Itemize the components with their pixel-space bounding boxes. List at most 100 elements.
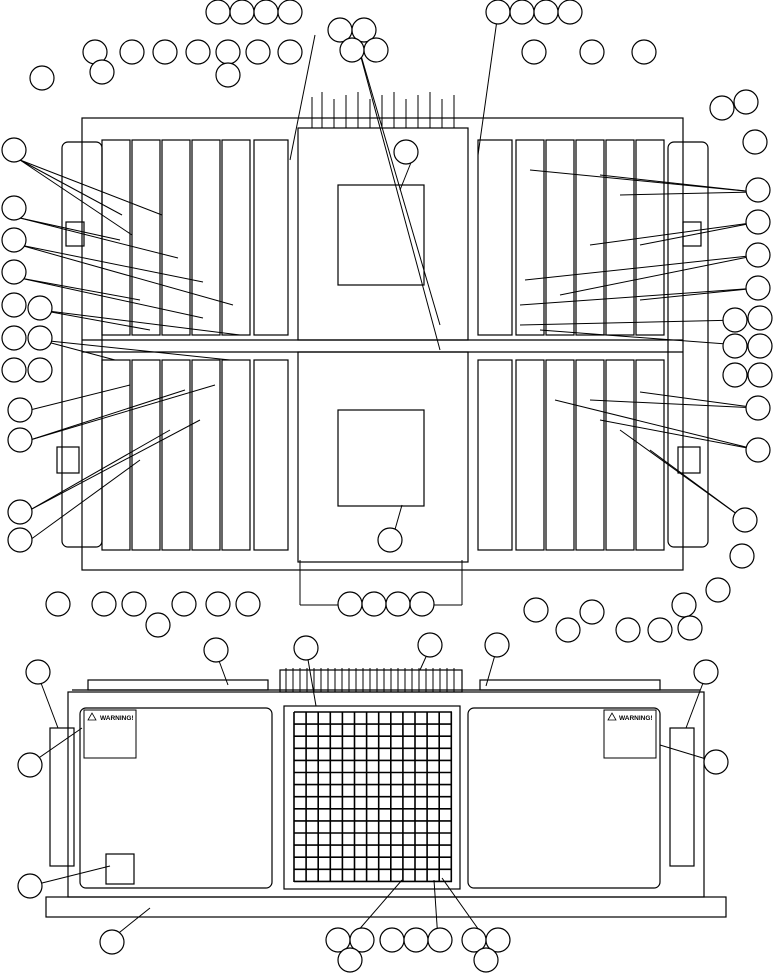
callout-bubble <box>427 927 453 953</box>
callout-bubble <box>747 305 773 331</box>
callout-bubble <box>745 437 771 463</box>
callout-bubble <box>277 39 303 65</box>
callout-bubble <box>509 0 535 25</box>
front-base-plate <box>45 896 727 918</box>
warning-label-left: WARNING! <box>83 709 137 759</box>
callout-bubble <box>709 95 735 121</box>
left-side-panel <box>49 727 75 867</box>
callout-bubble <box>25 659 51 685</box>
callout-bubble <box>485 927 511 953</box>
callout-bubble <box>579 599 605 625</box>
callout-bubble <box>349 927 375 953</box>
callout-bubble <box>1 227 27 253</box>
callout-bubble <box>27 325 53 351</box>
callout-bubble <box>722 307 748 333</box>
callout-bubble <box>185 39 211 65</box>
callout-bubble <box>1 195 27 221</box>
callout-bubble <box>732 507 758 533</box>
callout-bubble <box>393 139 419 165</box>
mount-block-right-upper <box>682 221 702 247</box>
callout-bubble <box>579 39 605 65</box>
callout-bubble <box>417 632 443 658</box>
callout-bubble <box>7 397 33 423</box>
callout-bubble <box>152 39 178 65</box>
callout-bubble <box>337 947 363 973</box>
callout-bubble <box>7 499 33 525</box>
leader-lines-top <box>19 19 759 606</box>
callout-bubble <box>245 39 271 65</box>
fan-guard-bars <box>285 668 455 692</box>
callout-bubble <box>745 242 771 268</box>
top-view-assembly <box>56 92 709 571</box>
right-top-rail <box>479 679 661 691</box>
callout-bubble <box>703 749 729 775</box>
callout-bubble <box>235 591 261 617</box>
callout-bubble <box>27 357 53 383</box>
center-lower-motor <box>337 409 425 507</box>
callout-bubble <box>745 275 771 301</box>
fan-grille <box>293 711 453 883</box>
left-front-panel <box>79 707 273 889</box>
callout-bubble <box>293 635 319 661</box>
callout-bubble <box>693 659 719 685</box>
callout-bubble <box>485 0 511 25</box>
callout-bubble <box>171 591 197 617</box>
callout-bubble <box>557 0 583 25</box>
callout-bubble <box>89 59 115 85</box>
mount-block-left <box>56 446 80 474</box>
callout-bubble <box>484 632 510 658</box>
module-bank-upper-right <box>477 139 665 336</box>
callout-bubble <box>1 259 27 285</box>
callout-bubble <box>745 395 771 421</box>
callout-bubble <box>403 927 429 953</box>
left-top-rail <box>87 679 269 691</box>
callout-bubble <box>17 873 43 899</box>
callout-bubble <box>377 527 403 553</box>
callout-bubble <box>747 362 773 388</box>
callout-bubble <box>615 617 641 643</box>
top-fan-guard <box>279 669 463 693</box>
callout-bubble <box>677 615 703 641</box>
callout-bubble <box>647 617 673 643</box>
callout-bubble <box>253 0 279 25</box>
callout-bubble <box>473 947 499 973</box>
center-lower-frame <box>297 351 469 563</box>
callout-bubble <box>733 89 759 115</box>
module-bank-upper-left <box>101 139 289 336</box>
callout-bubble <box>631 39 657 65</box>
center-upper-frame <box>297 127 469 341</box>
callout-bubble <box>229 0 255 25</box>
center-grille-frame <box>283 705 461 890</box>
callout-bubble <box>339 37 365 63</box>
callout-bubble <box>1 137 27 163</box>
right-panel-outline <box>667 141 709 548</box>
callout-bubble <box>7 427 33 453</box>
warning-title-left: WARNING! <box>100 715 134 722</box>
module-bank-lower-left <box>101 359 289 551</box>
callout-bubble <box>361 591 387 617</box>
callout-bubble <box>742 129 768 155</box>
right-side-panel <box>669 727 695 867</box>
warning-triangle-icon <box>607 712 617 721</box>
callout-bubble <box>379 927 405 953</box>
callout-bubble <box>555 617 581 643</box>
callout-bubble <box>351 17 377 43</box>
callout-bubble <box>17 752 43 778</box>
callout-bubble <box>121 591 147 617</box>
callout-bubble <box>363 37 389 63</box>
callout-bubble <box>203 637 229 663</box>
callout-bubble <box>705 577 731 603</box>
callout-bubble <box>99 929 125 955</box>
callout-circles <box>1 0 773 643</box>
callout-bubble <box>1 292 27 318</box>
callout-bubble <box>747 333 773 359</box>
callout-bubble <box>671 592 697 618</box>
right-front-panel <box>467 707 661 889</box>
callout-bubble <box>1 357 27 383</box>
callout-bubble <box>1 325 27 351</box>
callout-bubble <box>745 177 771 203</box>
callout-bubble <box>533 0 559 25</box>
heatsink-fins <box>311 92 455 128</box>
callout-bubble <box>521 39 547 65</box>
